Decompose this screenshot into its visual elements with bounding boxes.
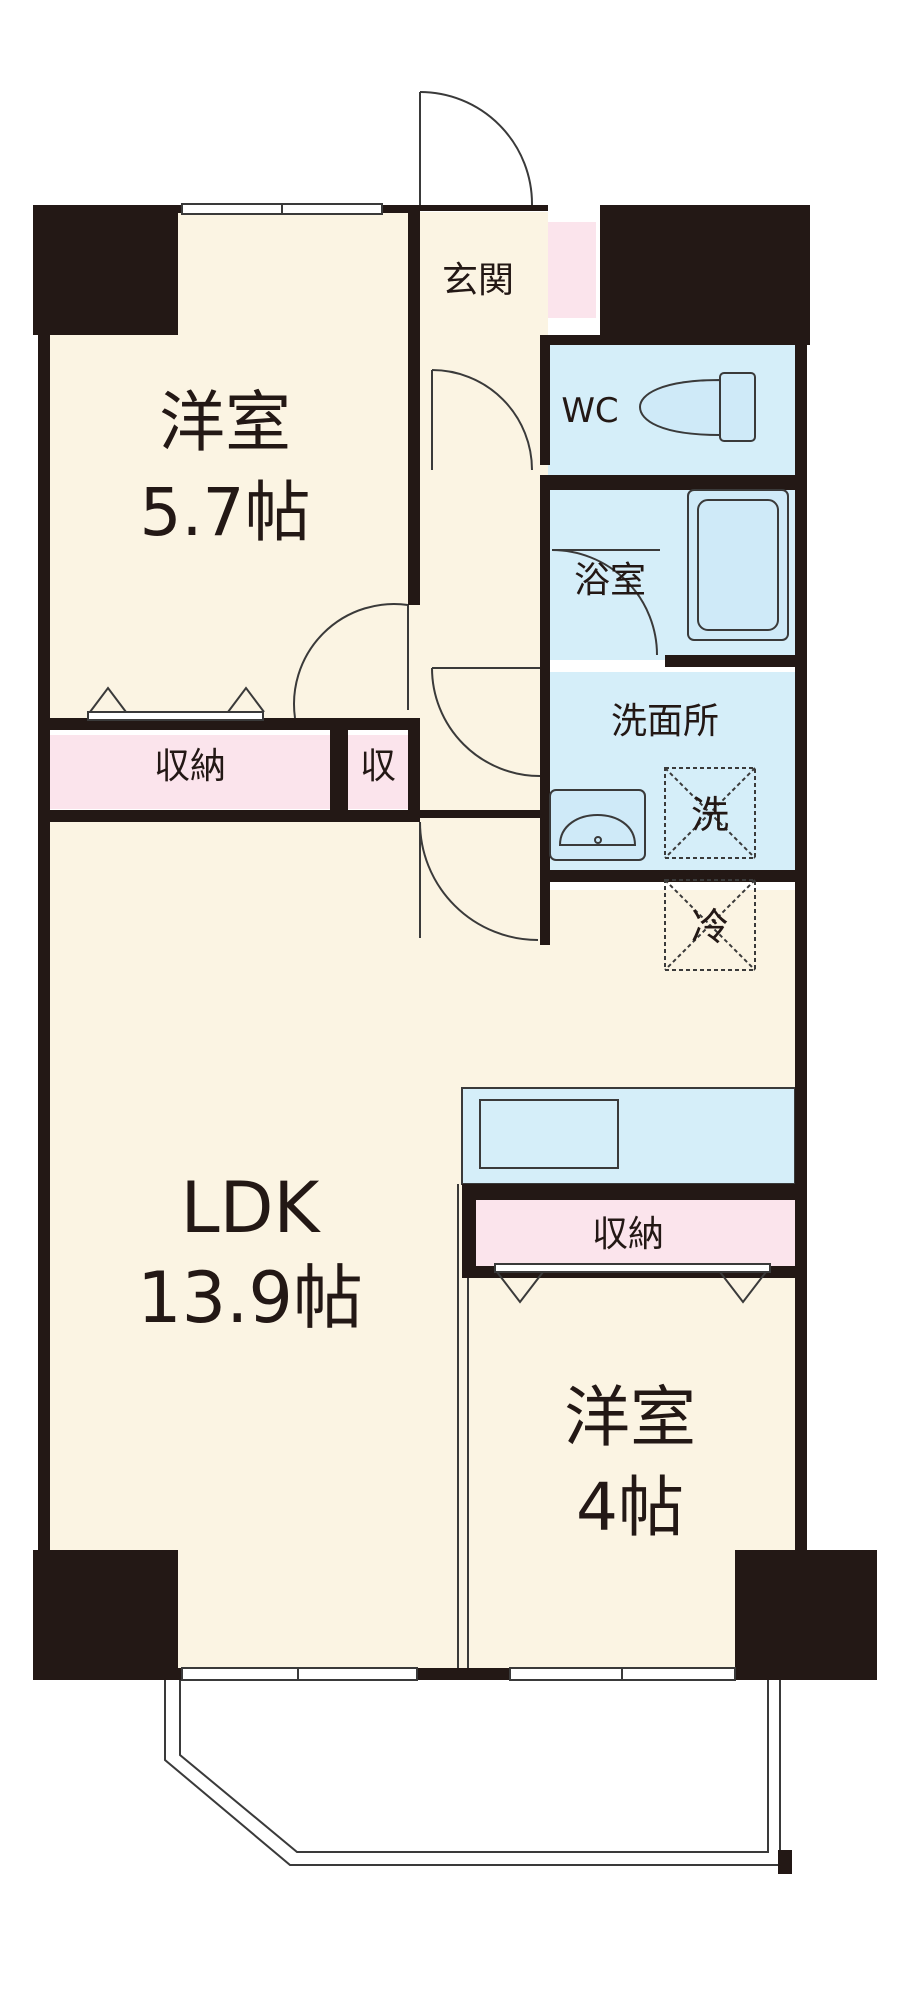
entrance-floor <box>420 212 548 340</box>
ldk-name: LDK <box>181 1167 322 1249</box>
balcony-drain <box>778 1850 792 1874</box>
column-bottom-left <box>33 1550 178 1680</box>
washroom-label: 洗面所 <box>611 701 719 742</box>
bath-label: 浴室 <box>574 560 646 601</box>
closet-small-floor <box>348 735 408 809</box>
sliding-partition <box>457 1184 469 1668</box>
fridge-icon <box>664 879 756 971</box>
closet-b-label: 収納 <box>592 1214 664 1255</box>
column-top-right <box>600 205 810 345</box>
entrance-label: 玄関 <box>442 260 514 301</box>
wc-label: WC <box>561 391 618 431</box>
kitchen-sink <box>479 1099 619 1169</box>
closet-b-floor <box>475 1200 795 1266</box>
western-room-b-name: 洋室 <box>564 1379 696 1456</box>
western-room-b-size: 4帖 <box>576 1469 684 1546</box>
western-room-a-name: 洋室 <box>159 384 291 461</box>
closet-small-label: 収 <box>360 746 396 787</box>
closet-b-sliding-doors <box>494 1263 771 1304</box>
washer-icon <box>664 767 756 859</box>
washer-label: 洗 <box>691 793 729 837</box>
doors <box>293 91 660 941</box>
walls <box>33 205 877 1680</box>
closet-a-label: 収納 <box>154 746 226 787</box>
closet-a-floor <box>50 735 330 809</box>
western-room-a-size: 5.7帖 <box>140 474 311 551</box>
wash-basin-icon <box>549 789 646 861</box>
column-top-left <box>33 205 178 335</box>
fridge-label: 冷 <box>691 905 729 949</box>
entrance-closet-floor <box>548 222 596 318</box>
closet-a-sliding-doors <box>87 686 265 721</box>
balcony <box>164 1680 781 1866</box>
ldk-size: 13.9帖 <box>137 1257 363 1339</box>
column-bottom-right <box>735 1550 877 1680</box>
toilet-icon <box>638 372 756 442</box>
ldk-floor <box>50 820 795 1670</box>
bathtub-icon <box>687 489 789 641</box>
